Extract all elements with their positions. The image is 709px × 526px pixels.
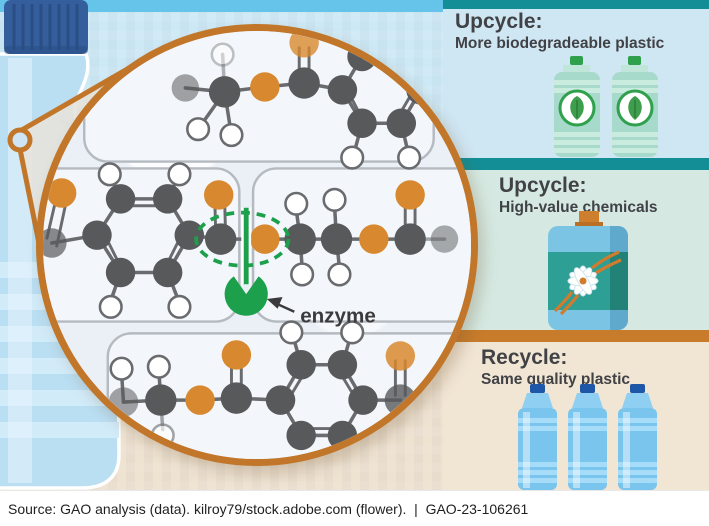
molecule-diagram: enzyme	[43, 31, 471, 459]
panel1-subtitle: More biodegradeable plastic	[455, 35, 665, 53]
panel2-title: Upcycle:	[499, 174, 587, 197]
chemical-jug-icon	[548, 211, 628, 330]
source-bar: Source: GAO analysis (data). kilroy79/st…	[0, 490, 709, 526]
ester-bond-highlight	[194, 207, 291, 285]
panel3-title: Recycle:	[481, 346, 568, 369]
polymer-row-3	[108, 320, 417, 451]
panel1-title: Upcycle:	[455, 10, 543, 33]
water-bottle-icon	[518, 384, 557, 490]
orange-divider-bar	[443, 330, 709, 342]
leaf-bottle-icon	[554, 56, 600, 157]
background-top-strip	[0, 0, 443, 12]
biodegradable-bottles-icon	[554, 56, 658, 157]
enzyme-icon	[224, 276, 268, 316]
panel3-subtitle: Same quality plastic	[481, 371, 631, 389]
panel-upcycle-chemicals: Upcycle: High-value chemicals	[443, 170, 709, 330]
magnified-molecule-view: enzyme	[36, 24, 478, 466]
bottle-cap-icon	[4, 0, 88, 54]
jug-cap	[579, 211, 599, 224]
polymer-row-1	[171, 31, 471, 170]
recycled-bottles-icon	[518, 384, 657, 490]
enzyme-label: enzyme	[300, 305, 376, 328]
water-bottle-icon	[568, 384, 607, 490]
panel1-top-bar	[443, 0, 709, 9]
teal-divider-bar	[443, 158, 709, 170]
panel-upcycle-biodegradable: Upcycle: More biodegradeable plastic	[443, 0, 709, 158]
panel-recycle: Recycle: Same quality plastic	[443, 342, 709, 490]
arrow-icon	[266, 297, 283, 309]
vanilla-flower-icon	[553, 250, 622, 316]
water-bottle-icon	[618, 384, 657, 490]
panel2-subtitle: High-value chemicals	[499, 199, 658, 217]
enzyme-annotation: enzyme	[266, 297, 376, 328]
leaf-bottle-icon	[612, 56, 658, 157]
magnifier-anchor-icon	[7, 127, 33, 153]
